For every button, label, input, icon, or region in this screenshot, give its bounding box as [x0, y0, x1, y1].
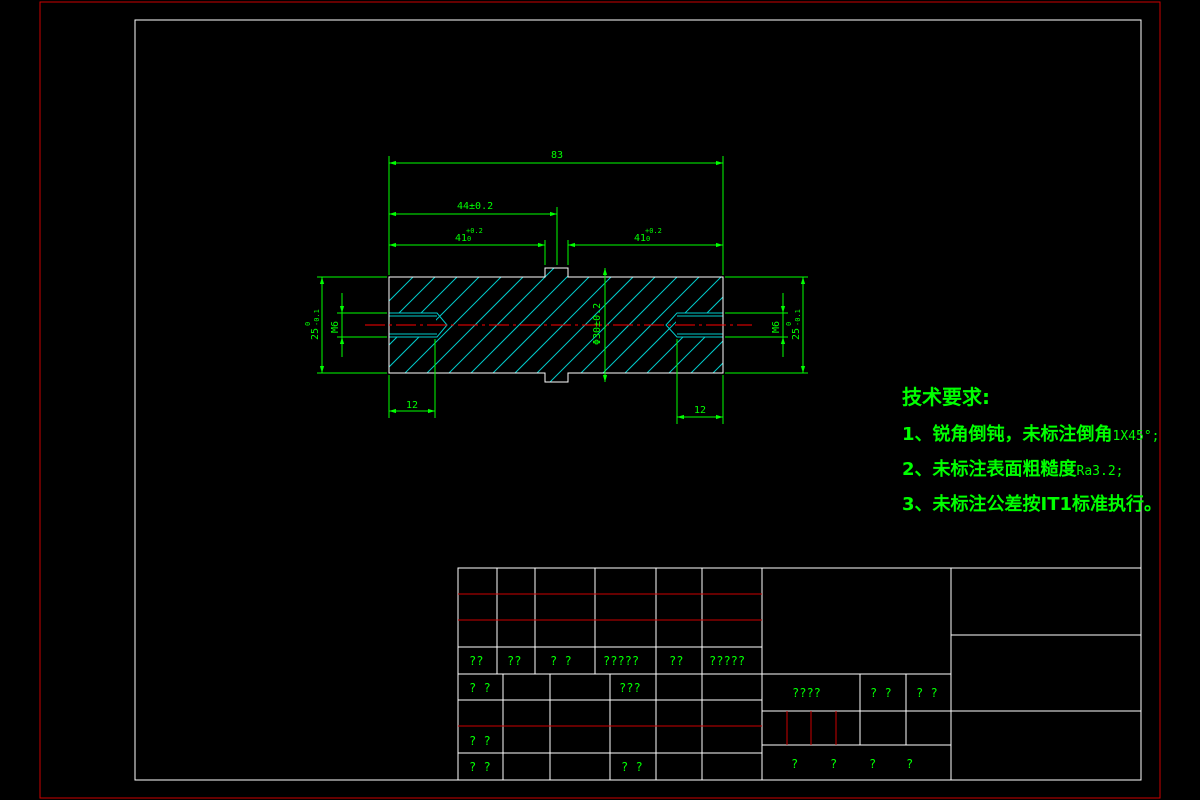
title-block	[457, 567, 1142, 781]
dim-left-diameter: 25	[310, 328, 321, 340]
tb-row-c-col4: ? ?	[621, 760, 643, 774]
tb-row-b-col1: ? ?	[469, 734, 491, 748]
tb-bottom-mark-3: ?	[906, 757, 913, 771]
dim-left-segment-tol-lower: 0	[467, 235, 471, 243]
dim-left-diameter-tol-lower: -0.1	[313, 309, 321, 326]
technical-requirements: 技术要求: 1、锐角倒钝，未标注倒角1X45°; 2、未标注表面粗糙度Ra3.2…	[902, 385, 1162, 515]
svg-text:2、未标注表面粗糙度Ra3.2;: 2、未标注表面粗糙度Ra3.2;	[902, 458, 1124, 480]
dim-right-segment-tol-lower: 0	[646, 235, 650, 243]
tb-scale-label: ????	[792, 686, 821, 700]
hatch-line	[673, 268, 723, 382]
tb-header-2: ? ?	[550, 654, 572, 668]
hatch-line	[389, 268, 453, 382]
hatch-line	[607, 268, 723, 382]
hatch-line	[389, 268, 431, 382]
tb-row-c-col1: ? ?	[469, 760, 491, 774]
dim-right-segment: 41	[634, 233, 646, 244]
hatch-line	[695, 268, 723, 382]
tb-header-4: ??	[669, 654, 683, 668]
hatch-line	[740, 260, 870, 390]
shaft-part	[365, 260, 870, 390]
part-outline	[388, 267, 724, 383]
dim-right-diameter: 25	[791, 328, 802, 340]
tb-header-0: ??	[469, 654, 483, 668]
tb-header-3: ?????	[603, 654, 639, 668]
dim-right-diameter-tol-lower: -0.1	[794, 309, 802, 326]
tech-item-2: 2、未标注表面粗糙度	[902, 458, 1078, 480]
hatch-line	[453, 268, 585, 382]
outer-frame	[39, 1, 1161, 799]
tech-item-1: 1、锐角倒钝，未标注倒角	[902, 423, 1113, 445]
hatch-line	[475, 268, 607, 382]
title-block-labels: ?? ?? ? ? ????? ?? ????? ? ? ??? ? ? ? ?…	[469, 654, 938, 774]
tb-header-1: ??	[507, 654, 521, 668]
dim-left-diameter-tol-upper: 0	[304, 322, 312, 326]
tb-weight-label: ? ?	[916, 686, 938, 700]
dim-right-thread: M6	[771, 321, 782, 333]
dim-left-thread-depth: 12	[406, 400, 418, 411]
dim-right-segment-tol-upper: +0.2	[645, 227, 662, 235]
dimension-labels: 83 44±0.2 41 +0.2 0 41 +0.2 0 Φ30±0.2 25…	[304, 150, 802, 416]
tb-row-a-col4: ???	[619, 681, 641, 695]
tech-item-2-roughness: Ra3.2;	[1077, 464, 1124, 479]
dim-right-thread-depth: 12	[694, 405, 706, 416]
tech-title: 技术要求:	[902, 385, 990, 409]
tb-bottom-mark-2: ?	[869, 757, 876, 771]
dim-left-to-shoulder: 44±0.2	[457, 201, 493, 212]
tb-bottom-mark-1: ?	[830, 757, 837, 771]
dim-left-segment: 41	[455, 233, 467, 244]
tb-header-5: ?????	[709, 654, 745, 668]
tb-bottom-mark-0: ?	[791, 757, 798, 771]
dimensions	[317, 156, 808, 424]
dim-left-segment-tol-upper: +0.2	[466, 227, 483, 235]
dim-left-thread: M6	[330, 321, 341, 333]
tech-item-1-chamfer: 1X45°;	[1113, 429, 1160, 444]
dim-collar-diameter: Φ30±0.2	[592, 303, 603, 345]
dim-right-diameter-tol-upper: 0	[785, 322, 793, 326]
dim-overall-length: 83	[551, 150, 563, 161]
svg-text:1、锐角倒钝，未标注倒角1X45°;: 1、锐角倒钝，未标注倒角1X45°;	[902, 423, 1160, 445]
tech-item-3: 3、未标注公差按IT1标准执行。	[902, 493, 1162, 515]
tb-row-a-col1: ? ?	[469, 681, 491, 695]
tb-qty-label: ? ?	[870, 686, 892, 700]
